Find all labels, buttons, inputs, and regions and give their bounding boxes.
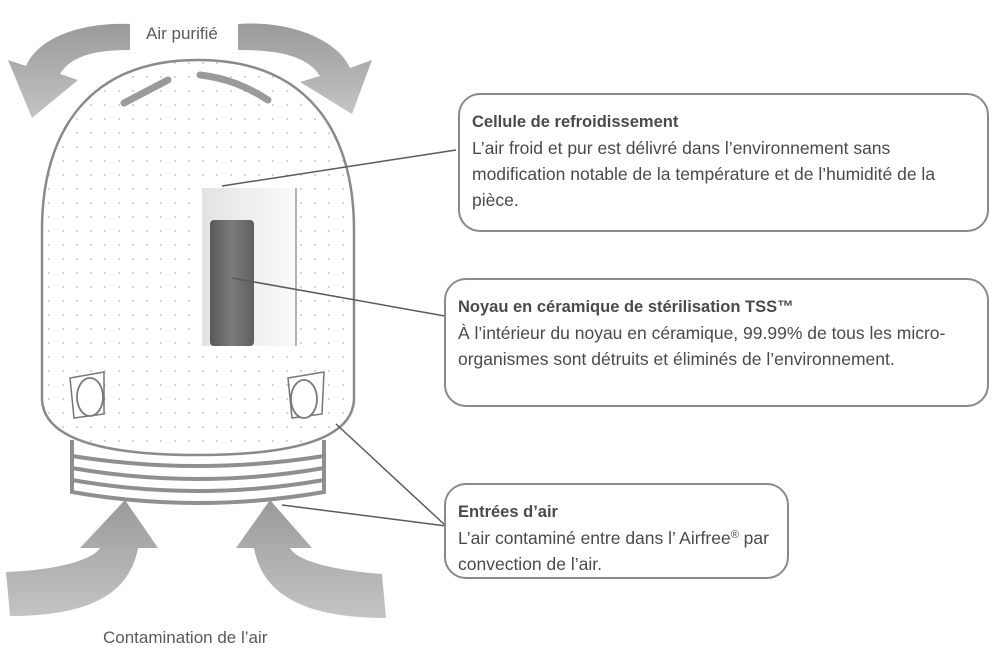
leader-line-inlet-1 xyxy=(335,423,447,527)
contamination-arrow-right xyxy=(236,500,386,618)
purified-air-arrow-left xyxy=(8,23,130,118)
callout-cooling-cell: Cellule de refroidissement L’air froid e… xyxy=(458,93,989,232)
air-inlet-left xyxy=(76,377,104,417)
callout-air-inlets-title: Entrées d’air xyxy=(458,503,558,521)
airfree-body xyxy=(40,58,356,457)
contamination-arrow-left xyxy=(6,500,158,616)
purified-air-label: Air purifié xyxy=(146,24,218,43)
callout-air-inlets: Entrées d’air L’air contaminé entre dans… xyxy=(444,483,789,579)
callout-air-inlets-body: L’air contaminé entre dans l’ Airfree® p… xyxy=(458,525,773,577)
callout-ceramic-core-body: À l’intérieur du noyau en céramique, 99.… xyxy=(458,323,946,369)
callout-cooling-cell-title: Cellule de refroidissement xyxy=(472,113,679,131)
callout-cooling-cell-body: L’air froid et pur est délivré dans l’en… xyxy=(472,138,936,210)
leader-line-inlet-2 xyxy=(281,504,447,527)
callout-ceramic-core-title: Noyau en céramique de stérilisation TSS™ xyxy=(458,298,794,316)
callout-ceramic-core: Noyau en céramique de stérilisation TSS™… xyxy=(444,278,989,407)
callout-air-inlets-body-pre: L’air contaminé entre dans l’ Airfree xyxy=(458,528,731,548)
top-vent-left xyxy=(120,76,172,107)
ceramic-core xyxy=(210,220,254,346)
contamination-label: Contamination de l’air xyxy=(103,628,268,647)
registered-mark: ® xyxy=(730,529,739,541)
top-vent-right xyxy=(196,71,272,104)
base-rings xyxy=(70,440,326,505)
callout-air-inlets-body-post: par convection de l’air. xyxy=(458,528,769,574)
leader-line-cooling xyxy=(221,149,457,187)
purified-air-arrow-right xyxy=(238,23,372,114)
leader-line-core xyxy=(231,277,457,319)
air-inlet-right xyxy=(290,379,318,419)
